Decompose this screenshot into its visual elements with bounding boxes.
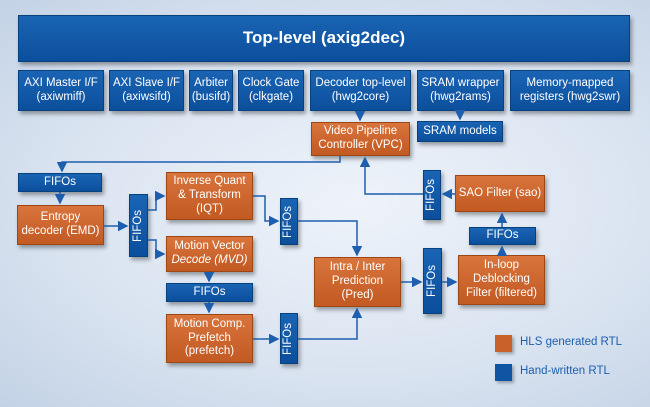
module-axi-slave-name: AXI Slave I/F bbox=[112, 76, 181, 89]
fifos-after-mvd-label: FIFOs bbox=[193, 285, 226, 298]
top-level-title: Top-level (axig2dec) bbox=[242, 28, 406, 48]
arrow-fifos2-to-pred bbox=[298, 307, 363, 340]
filter-line1: In-loop bbox=[483, 259, 520, 272]
sram-models-box: SRAM models bbox=[417, 121, 503, 142]
module-mmr-name: Memory-mapped bbox=[526, 76, 614, 89]
iqt-line2: & Transform bbox=[178, 189, 241, 202]
legend-hls-swatch bbox=[495, 335, 512, 352]
vpc-line2: Controller (VPC) bbox=[318, 139, 403, 151]
fifos-after-filter-label: FIFOs bbox=[486, 229, 519, 242]
module-sram-wrapper-name: SRAM wrapper bbox=[421, 76, 500, 89]
mvd-line1: Motion Vector bbox=[174, 240, 245, 253]
top-level-box: Top-level (axig2dec) bbox=[18, 15, 630, 62]
module-axi-slave-id: (axiwsifd) bbox=[122, 90, 171, 103]
module-mmr-id: registers (hwg2swr) bbox=[519, 90, 621, 103]
fifos-after-iqt: FIFOs bbox=[280, 198, 298, 245]
mcp-line3: (prefetch) bbox=[184, 345, 235, 358]
vpc-line1: Video Pipeline bbox=[323, 125, 398, 138]
fifos-after-mvd: FIFOs bbox=[166, 283, 253, 302]
legend-hand-label: Hand-written RTL bbox=[520, 365, 610, 377]
module-arbiter-id: (busifd) bbox=[191, 90, 231, 103]
fifos-after-filter: FIFOs bbox=[469, 227, 536, 245]
legend-hand-swatch bbox=[495, 364, 512, 381]
arrow-fifos-to-pred bbox=[298, 220, 363, 257]
module-arbiter-name: Arbiter bbox=[194, 76, 228, 89]
pred-line3: (Pred) bbox=[341, 288, 374, 301]
module-sram-wrapper: SRAM wrapper(hwg2rams) bbox=[417, 70, 504, 111]
arrow-vpc-to-fifos bbox=[56, 156, 341, 173]
mcp-line1: Motion Comp. bbox=[173, 317, 246, 330]
fifos-entropy-in: FIFOs bbox=[18, 173, 102, 192]
arrow-fifos-to-vpc bbox=[359, 156, 423, 195]
iqt-box: Inverse Quant& Transform(IQT) bbox=[166, 172, 253, 220]
module-clock-gate: Clock Gate(clkgate) bbox=[238, 70, 304, 111]
fifos-entropy-in-label: FIFOs bbox=[44, 175, 76, 188]
filter-line2: Deblocking bbox=[473, 273, 530, 286]
module-clock-gate-id: (clkgate) bbox=[248, 90, 294, 103]
arrow-fifos-to-mvd bbox=[148, 239, 166, 260]
mcp-line2: Prefetch bbox=[188, 331, 231, 344]
module-arbiter: Arbiter(busifd) bbox=[189, 70, 233, 111]
fifos-after-pred: FIFOs bbox=[423, 248, 442, 314]
arrow-fifos-to-iqt bbox=[148, 190, 166, 211]
module-decoder-top-name: Decoder top-level bbox=[315, 76, 406, 89]
module-decoder-top-id: (hwg2core) bbox=[331, 90, 390, 103]
arrow-iqt-to-fifos bbox=[253, 195, 280, 227]
filter-line3: Filter (filtered) bbox=[466, 286, 537, 299]
fifos-after-sao: FIFOs bbox=[423, 170, 441, 220]
module-axi-master-id: (axiwmiff) bbox=[36, 90, 86, 103]
module-axi-slave: AXI Slave I/F(axiwsifd) bbox=[109, 70, 184, 111]
module-decoder-top: Decoder top-level(hwg2core) bbox=[310, 70, 411, 111]
pred-line2: Prediction bbox=[331, 275, 384, 288]
module-sram-wrapper-id: (hwg2rams) bbox=[430, 90, 491, 103]
module-clock-gate-name: Clock Gate bbox=[242, 76, 300, 89]
sao-label: SAO Filter (sao) bbox=[458, 186, 542, 199]
entropy-line1: Entropy bbox=[40, 211, 81, 224]
legend-hls-label: HLS generated RTL bbox=[520, 336, 623, 348]
module-axi-master: AXI Master I/F(axiwmiff) bbox=[18, 70, 104, 111]
motion-comp-prefetch-box: Motion Comp.Prefetch(prefetch) bbox=[166, 314, 253, 363]
mvd-line2: Decode (MVD) bbox=[171, 254, 248, 266]
pred-line1: Intra / Inter bbox=[329, 261, 386, 274]
fifos-after-entropy: FIFOs bbox=[129, 194, 148, 257]
fifos-after-prefetch: FIFOs bbox=[280, 313, 298, 364]
sram-models-label: SRAM models bbox=[423, 124, 497, 137]
sao-filter-box: SAO Filter (sao) bbox=[455, 175, 545, 212]
iqt-line1: Inverse Quant bbox=[173, 175, 246, 188]
module-axi-master-name: AXI Master I/F bbox=[24, 76, 98, 89]
iqt-line3: (IQT) bbox=[196, 202, 223, 215]
entropy-line2: decoder (EMD) bbox=[21, 225, 100, 237]
